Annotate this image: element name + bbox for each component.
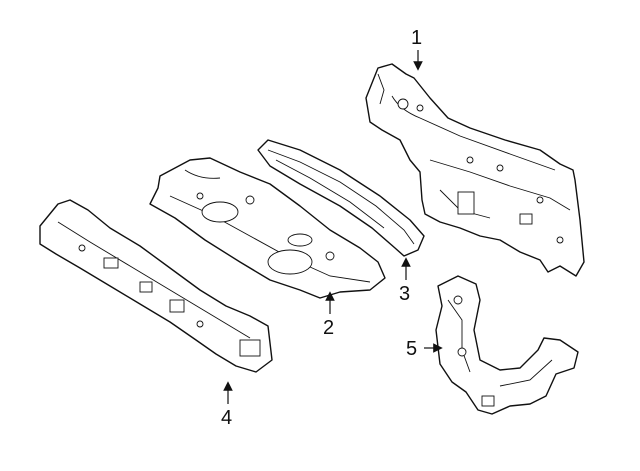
callout-1-number: 1: [411, 27, 422, 49]
part-2-floor-pan: [149, 157, 386, 299]
part-1-rear-body-panel: [365, 63, 585, 277]
callout-5-number: 5: [406, 338, 417, 360]
part-4-side-rail: [39, 199, 273, 373]
callout-4-number: 4: [221, 407, 232, 429]
callout-3-number: 3: [399, 283, 410, 305]
callout-2-number: 2: [323, 317, 334, 339]
part-3-rear-rail: [257, 139, 425, 257]
part-5-end-bracket: [435, 275, 579, 415]
